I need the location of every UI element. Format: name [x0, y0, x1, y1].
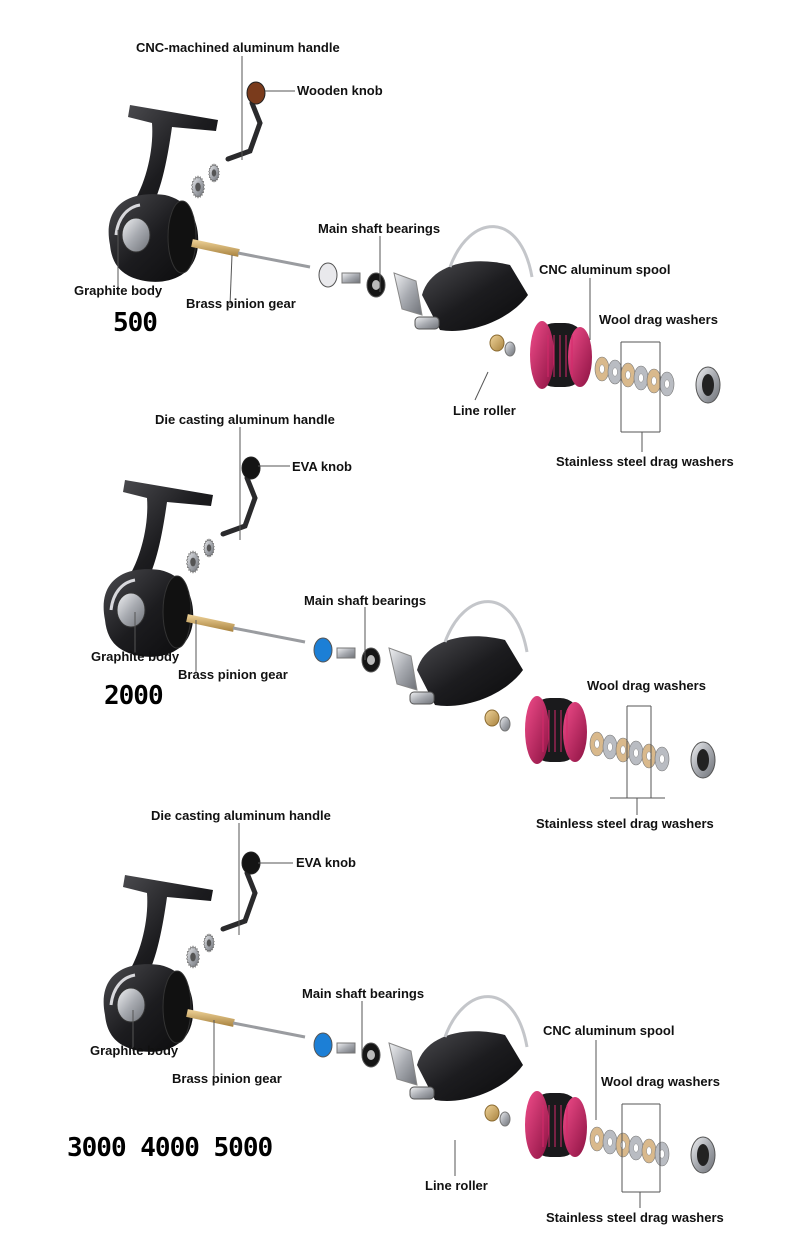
label-bearings-3: Main shaft bearings	[302, 986, 425, 1001]
label-steel-1: Stainless steel drag washers	[556, 454, 734, 469]
line-roller	[409, 1086, 435, 1100]
side-cap	[116, 592, 146, 628]
spool-rim-back	[563, 1097, 587, 1157]
label-wool-1: Wool drag washers	[599, 312, 718, 327]
label-spool-1: CNC aluminum spool	[539, 262, 671, 277]
handle-knob	[246, 81, 266, 105]
bail-wire	[443, 995, 529, 1048]
label-roller-3: Line roller	[425, 1178, 488, 1193]
reel-assembly-3	[103, 851, 716, 1174]
rotor-plate	[162, 575, 192, 649]
spool-rim	[530, 321, 554, 389]
label-handle-2: Die casting aluminum handle	[155, 412, 335, 427]
model-number-2: 2000	[104, 681, 164, 711]
leader-line	[474, 371, 489, 401]
brass-pinion-gear	[186, 1009, 235, 1027]
spool-nut	[489, 334, 505, 352]
reel-foot	[123, 480, 213, 585]
rotor	[422, 261, 528, 331]
label-steel-2: Stainless steel drag washers	[536, 816, 714, 831]
rotor	[417, 1031, 523, 1101]
label-pinion-2: Brass pinion gear	[178, 667, 288, 682]
body-highlight	[109, 973, 136, 1006]
label-knob-2: EVA knob	[292, 459, 352, 474]
main-shaft	[232, 1021, 306, 1039]
rotor	[417, 636, 523, 706]
handle-knob	[241, 456, 261, 480]
rotor-plate	[167, 200, 197, 274]
reel-assembly-2	[103, 456, 716, 779]
reel-foot	[128, 105, 218, 210]
spool-rim	[525, 1091, 549, 1159]
side-cap	[121, 217, 151, 253]
bearing-ring	[313, 637, 333, 663]
label-body-2: Graphite body	[91, 649, 180, 664]
bearing-plate	[388, 647, 418, 691]
bail-wire	[448, 225, 534, 278]
aluminum-handle	[225, 100, 263, 162]
leader-line	[229, 254, 233, 306]
spool-nut	[484, 1104, 500, 1122]
reel-assembly-1	[108, 81, 721, 404]
model-number-3: 3000 4000 5000	[67, 1133, 273, 1163]
label-pinion-1: Brass pinion gear	[186, 296, 296, 311]
bearing-ring	[318, 262, 338, 288]
label-wool-2: Wool drag washers	[587, 678, 706, 693]
label-spool-3: CNC aluminum spool	[543, 1023, 675, 1038]
label-roller-1: Line roller	[453, 403, 516, 418]
line-roller	[414, 316, 440, 330]
side-cap	[116, 987, 146, 1023]
bearing-ring	[313, 1032, 333, 1058]
spool-rim-back	[563, 702, 587, 762]
spool-nut	[484, 709, 500, 727]
label-body-1: Graphite body	[74, 283, 163, 298]
label-bearings-1: Main shaft bearings	[318, 221, 441, 236]
label-knob-1: Wooden knob	[297, 83, 383, 98]
label-handle-3: Die casting aluminum handle	[151, 808, 331, 823]
aluminum-handle	[220, 870, 258, 932]
bail-wire	[443, 600, 529, 653]
spool-rim	[525, 696, 549, 764]
label-handle-1: CNC-machined aluminum handle	[136, 40, 340, 55]
rotor-plate	[162, 970, 192, 1044]
label-bearings-2: Main shaft bearings	[304, 593, 427, 608]
main-shaft	[232, 626, 306, 644]
bearing-sleeve	[336, 647, 356, 659]
reel-foot	[123, 875, 213, 980]
label-wool-3: Wool drag washers	[601, 1074, 720, 1089]
bearing-sleeve	[341, 272, 361, 284]
bearing-plate	[388, 1042, 418, 1086]
handle-knob	[241, 851, 261, 875]
aluminum-handle	[220, 475, 258, 537]
model-number-1: 500	[113, 308, 158, 338]
label-steel-3: Stainless steel drag washers	[546, 1210, 724, 1225]
body-highlight	[114, 203, 141, 236]
spool-rim-back	[568, 327, 592, 387]
brass-pinion-gear	[191, 239, 240, 257]
brass-pinion-gear	[186, 614, 235, 632]
label-body-3: Graphite body	[90, 1043, 179, 1058]
bearing-plate	[393, 272, 423, 316]
label-pinion-3: Brass pinion gear	[172, 1071, 282, 1086]
line-roller	[409, 691, 435, 705]
label-knob-3: EVA knob	[296, 855, 356, 870]
bearing-sleeve	[336, 1042, 356, 1054]
body-highlight	[109, 578, 136, 611]
main-shaft	[237, 251, 311, 269]
